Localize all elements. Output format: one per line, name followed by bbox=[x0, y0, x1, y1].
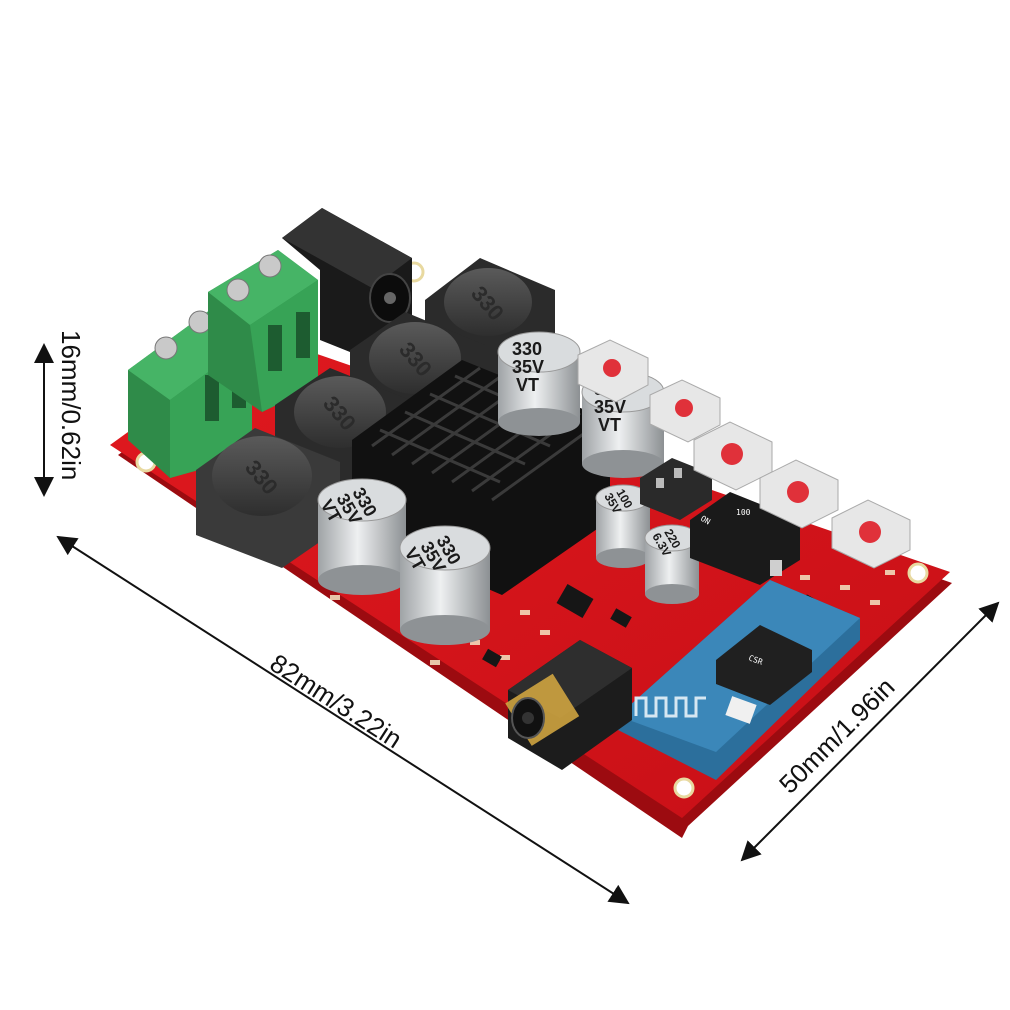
screw-icon bbox=[258, 254, 282, 278]
height-label: 16mm/0.62in bbox=[56, 330, 86, 480]
push-button bbox=[577, 339, 649, 403]
mounting-hole bbox=[907, 562, 929, 584]
svg-text:100: 100 bbox=[736, 508, 751, 517]
svg-text:VT: VT bbox=[598, 415, 621, 435]
dip-switch: ON bbox=[640, 458, 712, 527]
audio-jack bbox=[505, 640, 632, 770]
inductor: 330 bbox=[196, 428, 340, 568]
svg-text:35V: 35V bbox=[594, 397, 626, 417]
svg-text:330: 330 bbox=[512, 339, 542, 359]
dc-power-jack bbox=[282, 208, 412, 352]
push-button bbox=[759, 459, 839, 529]
bluetooth-module: CSR bbox=[618, 580, 860, 780]
screw-icon bbox=[188, 310, 212, 334]
capacitor-large: 330 35V VT bbox=[497, 331, 581, 436]
voltage-regulator: 100 bbox=[690, 492, 800, 585]
mounting-hole bbox=[673, 777, 695, 799]
svg-text:35V: 35V bbox=[512, 357, 544, 377]
capacitor-small: 100 35V bbox=[595, 484, 651, 568]
length-label: 82mm/3.22in bbox=[265, 648, 408, 754]
height-dimension: 16mm/0.62in bbox=[34, 330, 86, 497]
capacitor-large: 330 35V VT bbox=[399, 525, 491, 645]
push-button bbox=[831, 499, 911, 569]
push-button bbox=[693, 421, 773, 491]
screw-terminal-right bbox=[208, 250, 318, 412]
width-arrow bbox=[740, 601, 1000, 862]
length-arrow bbox=[56, 535, 630, 905]
push-button bbox=[649, 379, 721, 443]
svg-text:ON: ON bbox=[699, 514, 712, 527]
capacitor-large: 330 35V VT bbox=[317, 478, 407, 595]
antenna-trace bbox=[634, 696, 706, 718]
screw-icon bbox=[226, 278, 250, 302]
svg-text:VT: VT bbox=[516, 375, 539, 395]
screw-icon bbox=[154, 336, 178, 360]
bluetooth-chip bbox=[716, 625, 812, 705]
capacitor-large: 330 35V VT bbox=[581, 371, 665, 478]
